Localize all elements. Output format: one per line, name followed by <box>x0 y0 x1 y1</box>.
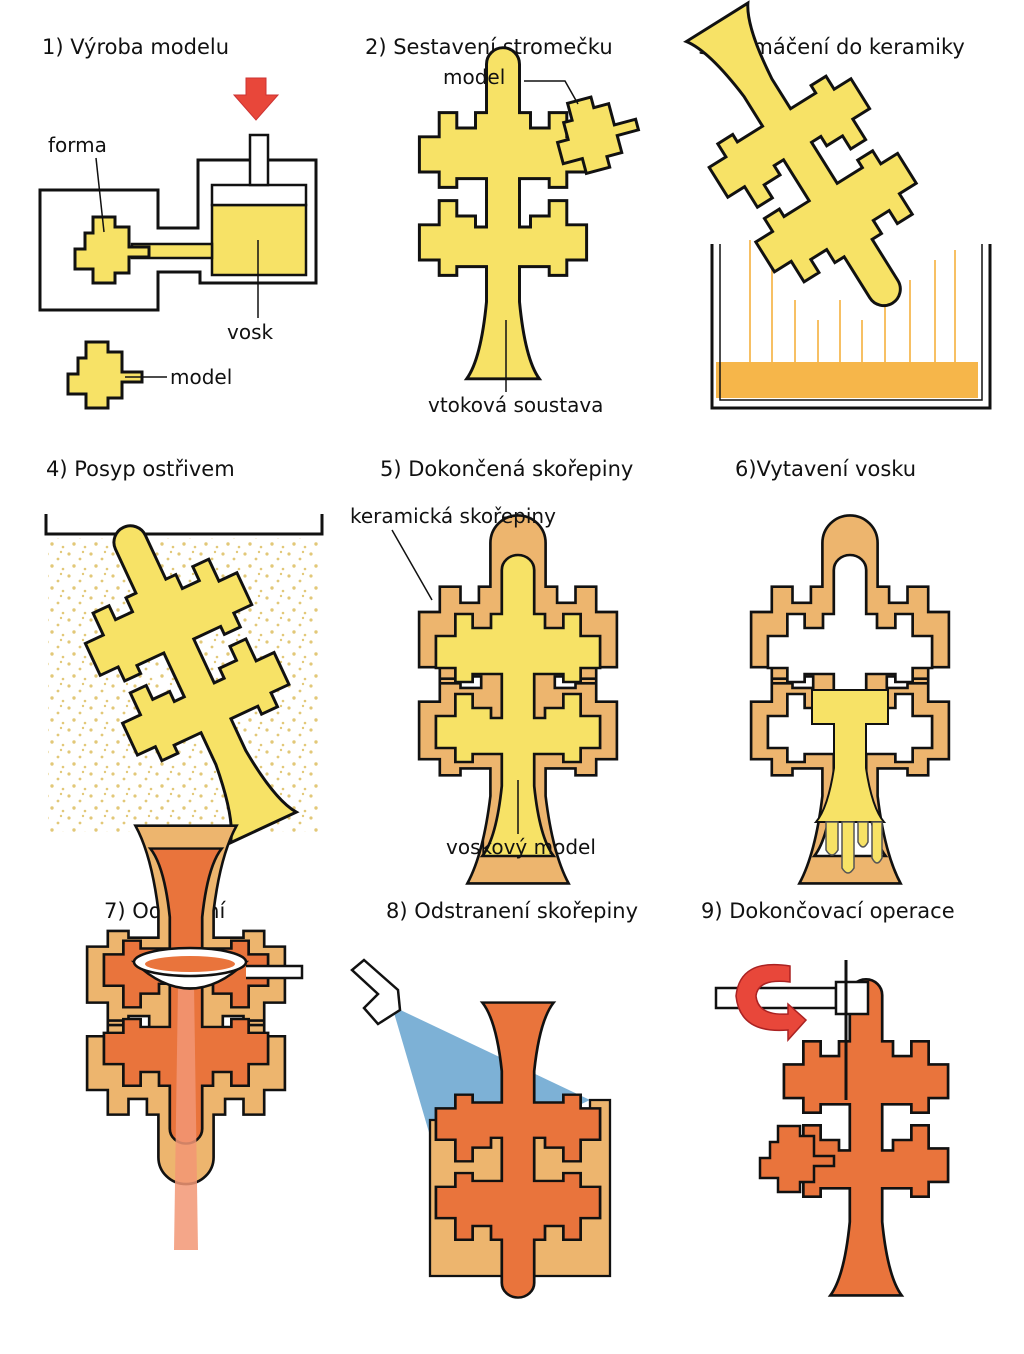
model-label: model <box>170 365 232 389</box>
panel-4: 4) Posyp ostřivem <box>44 457 341 865</box>
panel-title: 5) Dokončená skořepiny <box>380 457 633 481</box>
panel-7: 7) Odlévání <box>85 824 304 1250</box>
panel-6: 6)Vytavení vosku <box>735 457 951 885</box>
panel-8: 8) Odstranení skořepiny <box>350 899 638 1299</box>
panel-5: 5) Dokončená skořepiny keramická skořepi… <box>350 457 633 885</box>
press-arrow-icon <box>232 77 280 121</box>
wax-model-label: voskový model <box>446 835 596 859</box>
panel-3: 3) namáčení do keramiky <box>644 0 992 410</box>
panel-9: 9) Dokončovací operace <box>701 899 955 1297</box>
panel-title: 1) Výroba modelu <box>42 35 229 59</box>
rotation-arrow-icon <box>735 963 808 1042</box>
panel-title: 8) Odstranení skořepiny <box>386 899 638 923</box>
panel-1: 1) Výroba modelu forma vosk model <box>38 35 318 410</box>
ladle-icon <box>130 946 304 990</box>
panel-title: 4) Posyp ostřivem <box>46 457 235 481</box>
wax-label: vosk <box>227 320 273 344</box>
water-nozzle-icon <box>350 958 402 1026</box>
mold-label: forma <box>48 133 107 157</box>
panel-title: 6)Vytavení vosku <box>735 457 916 481</box>
panel-2: 2) Sestavení stromečku model vtoková sou… <box>365 35 648 417</box>
mold-icon <box>38 133 318 312</box>
gating-label: vtoková soustava <box>428 393 603 417</box>
panel-title: 9) Dokončovací operace <box>701 899 955 923</box>
shell-label: keramická skořepiny <box>350 504 556 528</box>
model-label: model <box>443 65 505 89</box>
